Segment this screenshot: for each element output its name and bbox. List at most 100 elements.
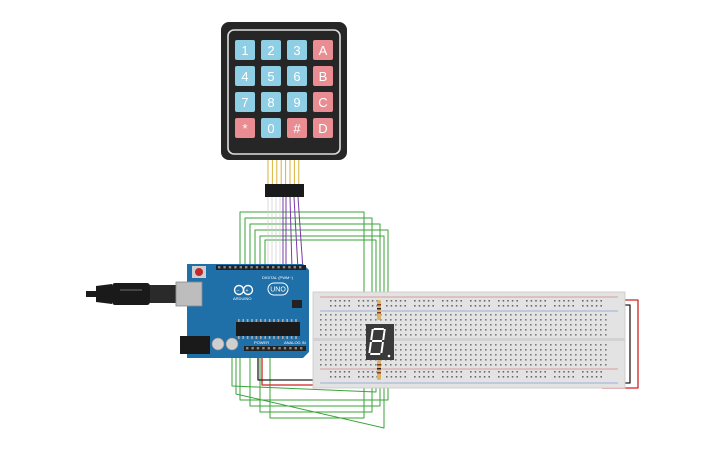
breadboard-hole[interactable] (586, 305, 589, 307)
breadboard-hole[interactable] (420, 314, 422, 316)
breadboard-hole[interactable] (386, 300, 388, 302)
breadboard-hole[interactable] (320, 324, 322, 326)
breadboard-hole[interactable] (455, 354, 457, 356)
keypad-key-1[interactable]: 1 (235, 40, 255, 60)
breadboard-hole[interactable] (600, 329, 602, 331)
breadboard-hole[interactable] (450, 329, 452, 331)
breadboard-hole[interactable] (445, 334, 447, 336)
breadboard-hole[interactable] (455, 319, 457, 321)
breadboard-hole[interactable] (483, 376, 486, 378)
breadboard-hole[interactable] (600, 319, 602, 321)
breadboard-hole[interactable] (371, 305, 374, 307)
breadboard-hole[interactable] (335, 364, 337, 366)
breadboard-hole[interactable] (490, 359, 492, 361)
breadboard-hole[interactable] (479, 371, 481, 373)
breadboard-hole[interactable] (605, 354, 607, 356)
breadboard-hole[interactable] (507, 305, 509, 307)
breadboard-hole[interactable] (320, 354, 322, 356)
breadboard-hole[interactable] (485, 319, 487, 321)
breadboard-hole[interactable] (500, 334, 502, 336)
breadboard-hole[interactable] (575, 359, 577, 361)
breadboard-hole[interactable] (585, 329, 587, 331)
breadboard-hole[interactable] (360, 359, 362, 361)
breadboard-hole[interactable] (365, 324, 367, 326)
breadboard-hole[interactable] (555, 334, 557, 336)
breadboard-hole[interactable] (460, 324, 462, 326)
breadboard-hole[interactable] (440, 314, 442, 316)
breadboard-hole[interactable] (544, 371, 546, 373)
breadboard-hole[interactable] (435, 324, 437, 326)
breadboard-hole[interactable] (580, 329, 582, 331)
keypad-key-C[interactable]: C (313, 92, 333, 112)
digital-pin[interactable] (277, 266, 280, 269)
breadboard-hole[interactable] (539, 371, 542, 373)
breadboard-hole[interactable] (545, 314, 547, 316)
breadboard-hole[interactable] (460, 371, 462, 373)
breadboard-hole[interactable] (350, 334, 352, 336)
breadboard-hole[interactable] (350, 319, 352, 321)
breadboard-hole[interactable] (415, 349, 417, 351)
breadboard-hole[interactable] (590, 354, 592, 356)
breadboard-hole[interactable] (575, 314, 577, 316)
breadboard-hole[interactable] (545, 344, 547, 346)
breadboard-hole[interactable] (555, 359, 557, 361)
breadboard-hole[interactable] (335, 344, 337, 346)
breadboard-hole[interactable] (405, 354, 407, 356)
breadboard-hole[interactable] (540, 319, 542, 321)
breadboard-hole[interactable] (455, 324, 457, 326)
breadboard-hole[interactable] (435, 334, 437, 336)
breadboard-hole[interactable] (495, 344, 497, 346)
breadboard-hole[interactable] (355, 344, 357, 346)
breadboard-hole[interactable] (490, 324, 492, 326)
breadboard-hole[interactable] (400, 344, 402, 346)
breadboard-hole[interactable] (570, 334, 572, 336)
breadboard-hole[interactable] (590, 314, 592, 316)
keypad-key-face[interactable] (313, 92, 333, 112)
breadboard-hole[interactable] (595, 300, 598, 302)
breadboard-hole[interactable] (525, 324, 527, 326)
breadboard-hole[interactable] (460, 334, 462, 336)
breadboard-hole[interactable] (554, 376, 556, 378)
breadboard-hole[interactable] (362, 305, 365, 307)
breadboard-hole[interactable] (340, 329, 342, 331)
breadboard-hole[interactable] (365, 334, 367, 336)
breadboard-hole[interactable] (480, 324, 482, 326)
breadboard-hole[interactable] (343, 376, 346, 378)
breadboard-hole[interactable] (535, 344, 537, 346)
breadboard-hole[interactable] (425, 354, 427, 356)
breadboard-hole[interactable] (320, 314, 322, 316)
breadboard-hole[interactable] (365, 354, 367, 356)
breadboard-hole[interactable] (355, 314, 357, 316)
breadboard-hole[interactable] (505, 349, 507, 351)
breadboard-hole[interactable] (335, 324, 337, 326)
breadboard-hole[interactable] (540, 334, 542, 336)
breadboard-hole[interactable] (567, 305, 570, 307)
breadboard-hole[interactable] (558, 376, 561, 378)
breadboard-hole[interactable] (345, 349, 347, 351)
breadboard-hole[interactable] (460, 349, 462, 351)
breadboard-hole[interactable] (485, 349, 487, 351)
breadboard-hole[interactable] (450, 319, 452, 321)
breadboard-hole[interactable] (515, 344, 517, 346)
power-pin[interactable] (278, 347, 281, 350)
breadboard-hole[interactable] (605, 349, 607, 351)
breadboard-hole[interactable] (490, 334, 492, 336)
breadboard-hole[interactable] (350, 354, 352, 356)
breadboard-hole[interactable] (585, 349, 587, 351)
breadboard-hole[interactable] (435, 344, 437, 346)
breadboard-hole[interactable] (565, 344, 567, 346)
breadboard-hole[interactable] (343, 300, 346, 302)
breadboard-hole[interactable] (572, 371, 574, 373)
breadboard-hole[interactable] (498, 305, 500, 307)
breadboard-hole[interactable] (480, 334, 482, 336)
breadboard-hole[interactable] (320, 364, 322, 366)
breadboard-hole[interactable] (520, 344, 522, 346)
breadboard-hole[interactable] (510, 364, 512, 366)
breadboard-hole[interactable] (475, 349, 477, 351)
breadboard-hole[interactable] (565, 364, 567, 366)
breadboard-hole[interactable] (530, 300, 533, 302)
breadboard-hole[interactable] (470, 329, 472, 331)
breadboard-hole[interactable] (432, 376, 434, 378)
breadboard-hole[interactable] (330, 354, 332, 356)
breadboard-hole[interactable] (400, 314, 402, 316)
